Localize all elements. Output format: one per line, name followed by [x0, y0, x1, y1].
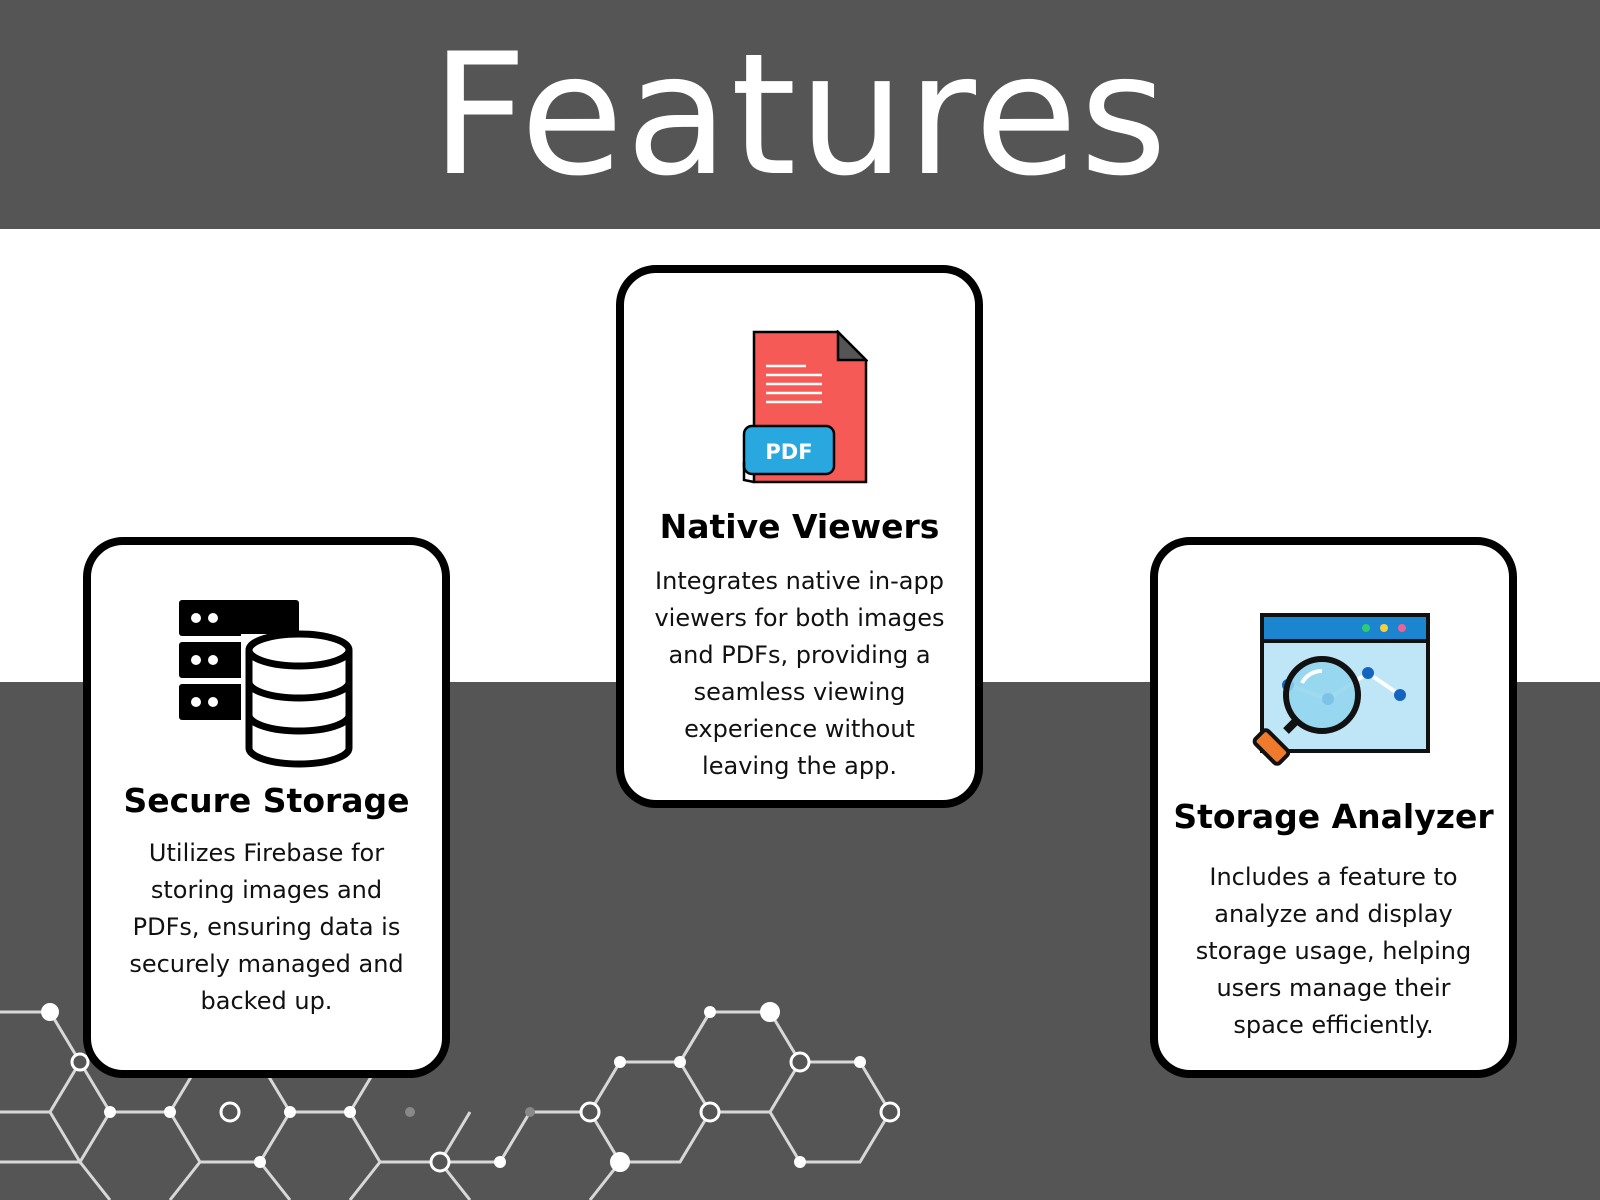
feature-title: Secure Storage [123, 781, 410, 820]
page-title: Features [430, 16, 1170, 213]
feature-card-secure-storage: Secure Storage Utilizes Firebase for sto… [83, 537, 450, 1078]
analytics-magnifier-icon [1252, 613, 1430, 766]
pdf-file-icon: PDF [742, 330, 868, 484]
pdf-badge-label: PDF [765, 440, 812, 464]
feature-title: Native Viewers [659, 507, 940, 546]
header-band [0, 0, 1600, 229]
feature-description: Includes a feature to analyze and displa… [1195, 863, 1472, 1039]
feature-card-native-viewers: PDF Native Viewers Integrates native in-… [616, 265, 983, 808]
hexagon-network-decoration [0, 1002, 900, 1200]
feature-card-storage-analyzer: Storage Analyzer Includes a feature to a… [1150, 537, 1517, 1078]
database-server-icon [179, 600, 359, 770]
feature-title: Storage Analyzer [1173, 797, 1494, 836]
feature-description: Utilizes Firebase for storing images and… [129, 839, 404, 1015]
feature-description: Integrates native in-app viewers for bot… [654, 567, 945, 780]
